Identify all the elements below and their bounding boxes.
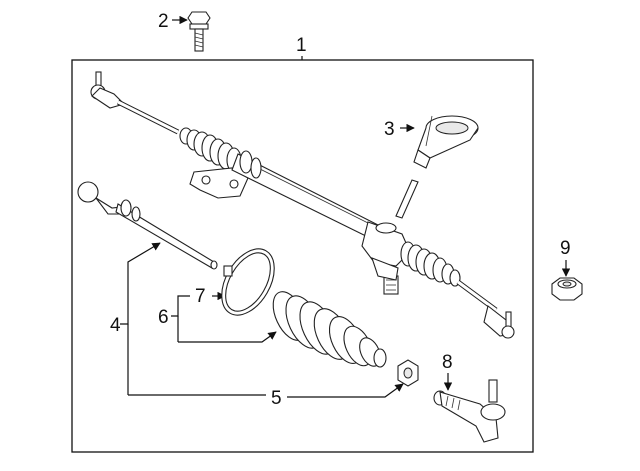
jam-nut-part bbox=[397, 359, 419, 387]
callout-7: 7 bbox=[195, 286, 206, 307]
leader-lines bbox=[120, 15, 571, 398]
callout-6: 6 bbox=[158, 307, 169, 328]
callout-3: 3 bbox=[384, 119, 395, 140]
nut-part bbox=[551, 277, 583, 301]
boot-clamp-part bbox=[221, 248, 275, 316]
callout-4: 4 bbox=[110, 315, 121, 336]
callout-2: 2 bbox=[158, 11, 169, 32]
dust-seal-part bbox=[413, 115, 479, 169]
outer-tie-rod-end-part bbox=[433, 379, 506, 443]
callout-9: 9 bbox=[560, 238, 571, 259]
bolt-part bbox=[187, 11, 211, 52]
inner-tie-rod-part bbox=[77, 181, 218, 270]
callout-5: 5 bbox=[271, 388, 282, 409]
steering-rack-part bbox=[90, 71, 515, 339]
rack-boot-part bbox=[272, 291, 387, 368]
callout-8: 8 bbox=[442, 352, 453, 373]
callout-1: 1 bbox=[296, 35, 307, 56]
